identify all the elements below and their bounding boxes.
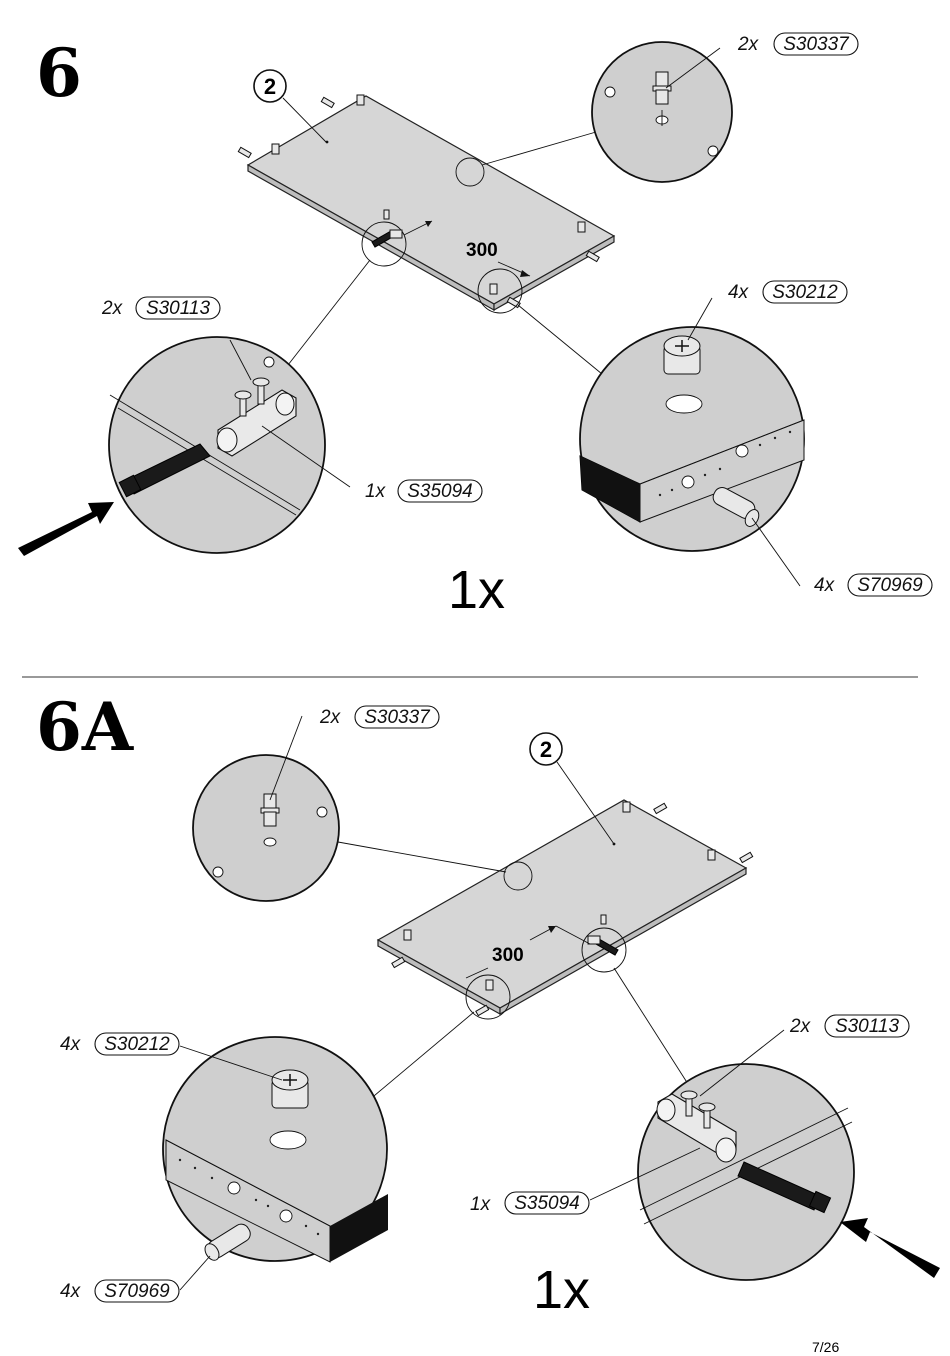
svg-text:S35094: S35094	[514, 1193, 580, 1214]
step-6-part-S70969: 4x S70969	[814, 573, 933, 597]
svg-text:S35094: S35094	[407, 481, 473, 502]
svg-text:2x: 2x	[789, 1016, 812, 1037]
step-6a-zoom-cam	[162, 1011, 475, 1291]
step-6a-part-S30337: 2x S30337	[319, 705, 440, 729]
step-6a-direction-arrow	[840, 1218, 940, 1278]
svg-text:S30337: S30337	[364, 707, 431, 728]
step-6-dimension-value: 300	[466, 240, 498, 261]
step-6a-part-S30212: 4x S30212	[60, 1032, 180, 1056]
svg-text:S30212: S30212	[772, 282, 838, 303]
page-number: 7/26	[812, 1339, 839, 1355]
step-6a-part-S70969: 4x S70969	[60, 1279, 180, 1303]
svg-text:S30113: S30113	[835, 1016, 900, 1037]
step-6a-part-S30113: 2x S30113	[789, 1014, 910, 1038]
step-6a-zoom-connector	[589, 967, 855, 1281]
svg-text:4x: 4x	[814, 575, 836, 596]
svg-text:S70969: S70969	[104, 1281, 170, 1302]
step-6a-zoom-dowel	[192, 715, 507, 902]
step-6-part-number: 2	[264, 74, 276, 99]
svg-text:S30113: S30113	[146, 298, 211, 319]
step-6a-panel	[376, 799, 754, 1020]
svg-text:4x: 4x	[60, 1034, 82, 1055]
svg-text:2x: 2x	[101, 298, 124, 319]
step-6-direction-arrow	[18, 502, 114, 556]
step-6-part-callout: 2	[253, 69, 327, 143]
step-6a-dimension-value: 300	[492, 945, 524, 966]
step-6-zoom-dowel	[481, 41, 733, 183]
step-6-zoom-cam	[517, 297, 805, 587]
step-6-part-S30113: 2x S30113	[101, 296, 221, 320]
step-6-panel	[237, 94, 616, 314]
svg-text:4x: 4x	[728, 282, 750, 303]
svg-text:1x: 1x	[470, 1194, 492, 1215]
step-6: 6	[18, 32, 933, 620]
svg-text:1x: 1x	[365, 481, 387, 502]
step-6a: 6A	[36, 688, 940, 1320]
step-6a-part-number: 2	[540, 737, 552, 762]
step-6-number: 6	[36, 34, 82, 112]
step-6-multiplier: 1x	[448, 560, 505, 620]
step-6a-dimension: 300	[465, 925, 591, 979]
step-6-part-S30212: 4x S30212	[728, 280, 848, 304]
step-6-zoom-connector	[108, 259, 371, 554]
step-6a-number: 6A	[36, 688, 134, 766]
svg-text:4x: 4x	[60, 1281, 82, 1302]
step-6a-part-callout: 2	[529, 732, 615, 845]
svg-text:S70969: S70969	[857, 575, 923, 596]
svg-text:2x: 2x	[737, 34, 760, 55]
svg-text:S30337: S30337	[783, 34, 850, 55]
step-6-part-S30337: 2x S30337	[737, 32, 859, 56]
step-6a-part-S35094: 1x S35094	[470, 1191, 590, 1215]
step-6-dimension: 300	[403, 220, 531, 277]
step-6-part-S35094: 1x S35094	[365, 479, 483, 503]
step-6a-multiplier: 1x	[533, 1260, 590, 1320]
svg-text:2x: 2x	[319, 707, 342, 728]
svg-text:S30212: S30212	[104, 1034, 170, 1055]
